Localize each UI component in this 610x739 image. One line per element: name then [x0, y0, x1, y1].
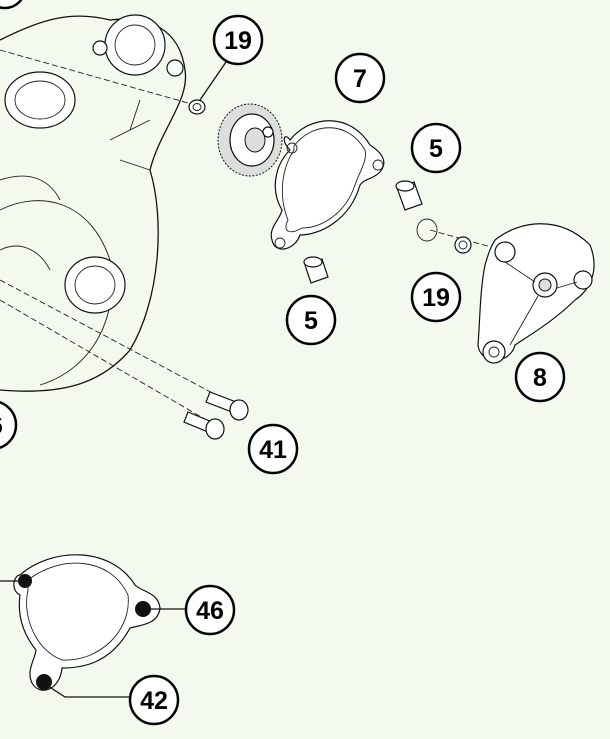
callout-6-partial: 6 [0, 401, 18, 449]
svg-text:5: 5 [304, 307, 318, 335]
callout-partial-top [0, 0, 23, 10]
leader-lines [47, 61, 227, 698]
svg-text:7: 7 [353, 65, 367, 93]
bolt-41-lower [183, 411, 225, 440]
svg-text:5: 5 [429, 135, 443, 163]
engine-cover-housing [0, 14, 187, 392]
callout-5-right: 5 [410, 122, 462, 174]
svg-text:6: 6 [0, 412, 3, 440]
bolt-41-upper [205, 391, 249, 421]
callout-19-right: 19 [410, 271, 462, 323]
callout-46: 46 [184, 584, 236, 636]
gasket-detail [0, 554, 161, 691]
callout-42: 42 [128, 674, 180, 726]
callout-19-top: 19 [212, 14, 264, 66]
callout-41: 41 [247, 423, 299, 475]
o-ring [416, 218, 438, 242]
svg-text:46: 46 [196, 597, 224, 625]
assembly-axis-line [0, 49, 196, 106]
svg-text:19: 19 [224, 27, 252, 55]
svg-text:42: 42 [140, 687, 168, 715]
svg-text:19: 19 [422, 284, 450, 312]
bushing-5-right [395, 180, 423, 211]
bolt-axis-line-2 [0, 299, 216, 426]
impeller-gear [217, 103, 283, 177]
bolt-axis-line-1 [0, 279, 236, 406]
svg-text:41: 41 [259, 436, 287, 464]
pump-cover-8 [477, 223, 595, 364]
bushing-5-left [303, 256, 329, 284]
callout-5-left: 5 [285, 294, 337, 346]
svg-text:8: 8 [533, 364, 547, 392]
gasket-7 [270, 120, 385, 250]
washer-19-top [188, 99, 206, 115]
callout-8: 8 [514, 351, 566, 403]
callout-7: 7 [334, 52, 386, 104]
washer-19-right [454, 236, 472, 254]
